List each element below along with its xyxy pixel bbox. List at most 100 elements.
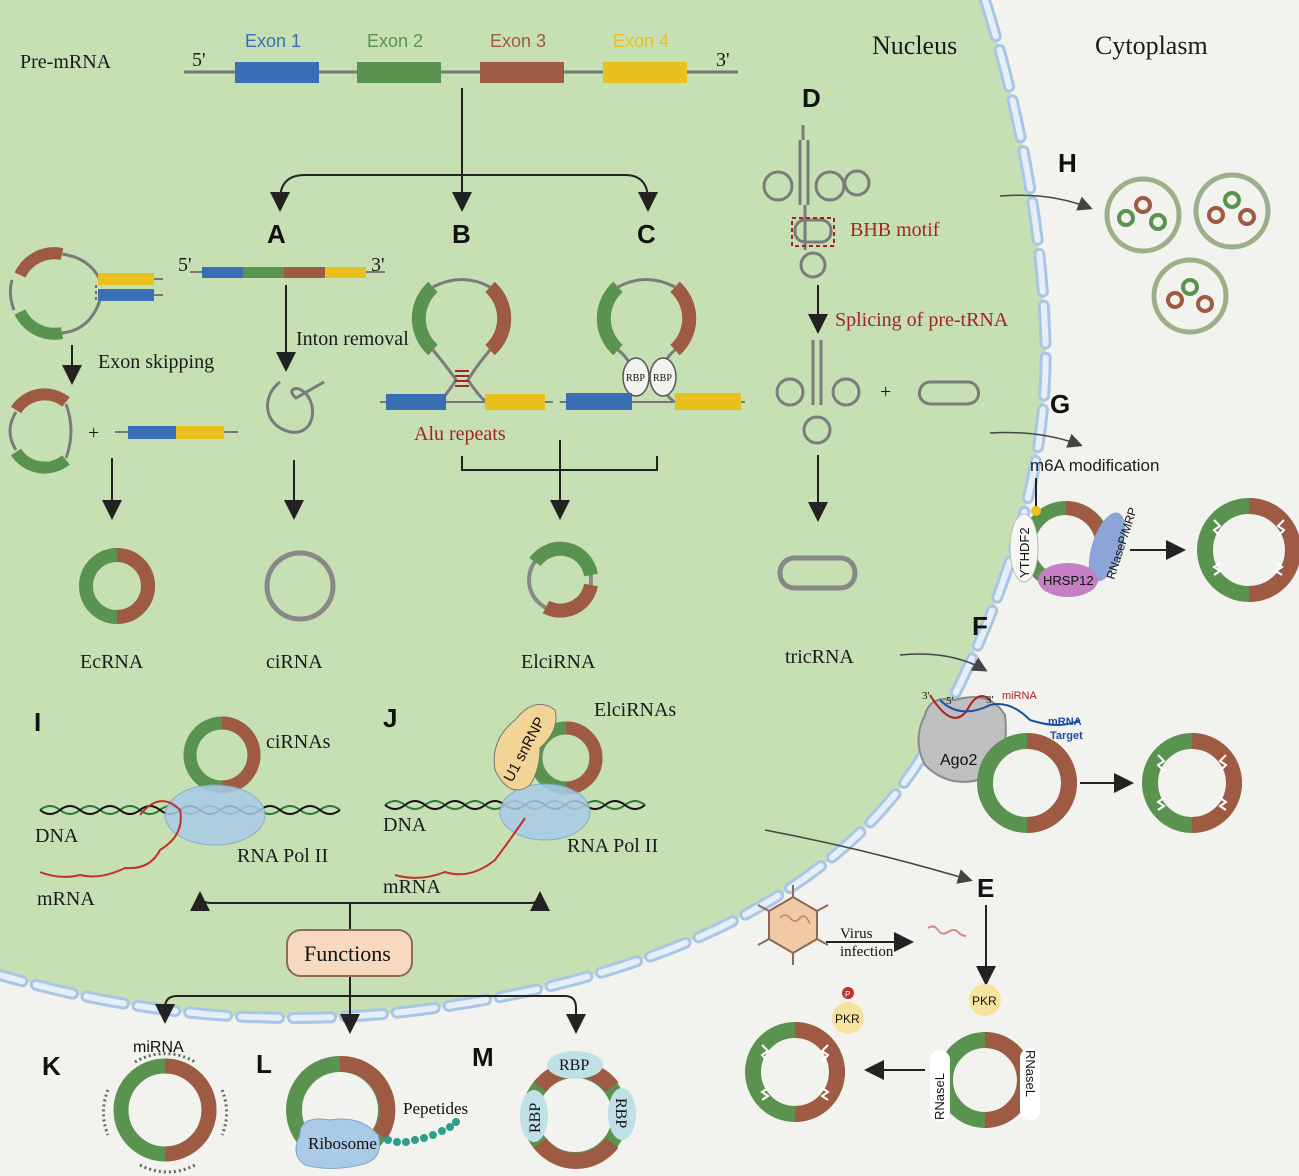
pepetides-label: Pepetides: [403, 1099, 468, 1118]
alu-repeats-label: Alu repeats: [414, 423, 506, 445]
svg-text:RNaseL: RNaseL: [1023, 1050, 1038, 1097]
intron-removal-label: Inton removal: [296, 328, 409, 350]
degraded-circrna-g: [1197, 498, 1299, 602]
exon-4-block: [603, 62, 687, 83]
exon-2-block: [357, 62, 441, 83]
svg-text:RBP: RBP: [653, 373, 672, 384]
panel-f: F: [972, 611, 988, 641]
exon-1-label: Exon 1: [245, 31, 301, 51]
panel-k: K: [42, 1051, 61, 1081]
translation-l: [286, 1056, 460, 1169]
rna-pol-label-j: RNA Pol II: [567, 835, 658, 857]
intron-lariat: [266, 380, 325, 434]
mrna-label-i: mRNA: [37, 888, 95, 910]
svg-text:miRNA: miRNA: [1002, 690, 1037, 702]
virus-infection-label: Virus: [840, 926, 873, 942]
panel-e: E: [977, 873, 994, 903]
pre-trna-structure: [762, 125, 871, 279]
exon-2-label: Exon 2: [367, 31, 423, 51]
m6a-label: m6A modification: [1030, 456, 1159, 475]
svg-text:PKR: PKR: [972, 994, 997, 1008]
panel-g: G: [1050, 389, 1070, 419]
virus-particle: [757, 885, 829, 965]
cirna-circle: [264, 550, 336, 622]
transcription-panel-i: [39, 716, 341, 878]
ago2-complex: Ago2 3' 5' 3' miRNA mRNA Target: [917, 690, 1083, 833]
pre-mrna-label: Pre-mRNA: [20, 51, 112, 73]
panel-l: L: [256, 1049, 272, 1079]
svg-text:+: +: [880, 381, 891, 403]
cirna-label: ciRNA: [266, 651, 323, 673]
exon-skipping-products: +: [8, 388, 238, 474]
viral-rna-icon: [927, 925, 967, 937]
splicing-pre-trna-label: Splicing of pre-tRNA: [835, 309, 1009, 331]
rbp-label-left: RBP: [527, 1103, 544, 1133]
exon-skipping-lariat: [8, 247, 163, 340]
exon-3-label: Exon 3: [490, 31, 546, 51]
degraded-circrna-e: [745, 1022, 845, 1122]
panel-b: B: [452, 219, 471, 249]
phosphorylated-pkr: P PKR: [832, 987, 864, 1034]
bhb-motif-label: BHB motif: [850, 219, 940, 241]
panel-h: H: [1058, 148, 1077, 178]
rbp-label-top: RBP: [559, 1057, 589, 1074]
svg-text:RBP: RBP: [626, 373, 645, 384]
functions-label: Functions: [304, 941, 391, 966]
ribosome-label: Ribosome: [308, 1134, 377, 1153]
pre-mrna-diagram: Pre-mRNA 5' 3' Exon 1 Exon 2 Exon 3 Exon…: [20, 31, 738, 83]
cirnas-label: ciRNAs: [266, 731, 331, 753]
alu-repeat-structure: [380, 278, 553, 410]
rbp-label-right: RBP: [612, 1098, 629, 1128]
nucleus-header: Nucleus: [872, 31, 957, 60]
cytoplasm-header: Cytoplasm: [1095, 31, 1208, 60]
mrna-label-j: mRNA: [383, 876, 441, 898]
svg-text:RNaseL: RNaseL: [932, 1073, 947, 1120]
nucleus-region: [0, 0, 1046, 1018]
svg-text:infection: infection: [840, 944, 894, 960]
mirna-label-k: miRNA: [133, 1039, 184, 1056]
elcirnas-label: ElciRNAs: [594, 699, 676, 721]
panel-i: I: [34, 707, 41, 737]
svg-text:YTHDF2: YTHDF2: [1017, 527, 1032, 578]
bhb-motif-box: [791, 217, 835, 247]
svg-text:Target: Target: [1050, 730, 1083, 742]
svg-text:Ago2: Ago2: [940, 752, 977, 769]
tricrna-shape: [777, 555, 858, 591]
transcription-panel-j: U1 snRNP: [384, 703, 646, 879]
tricrna-intermediate: [918, 380, 980, 406]
mature-trna: [775, 340, 861, 445]
exon-skipping-label: Exon skipping: [98, 351, 214, 373]
panel-c: C: [637, 219, 656, 249]
dna-label-j: DNA: [383, 814, 427, 836]
rbp-sponge-m: [520, 1051, 636, 1169]
svg-text:3': 3': [922, 690, 930, 702]
svg-text:5': 5': [946, 695, 954, 707]
svg-text:HRSP12: HRSP12: [1043, 573, 1094, 588]
ecrna-label: EcRNA: [80, 651, 144, 673]
panel-d: D: [802, 83, 821, 113]
rbp-mediated-structure: RBP RBP: [560, 278, 745, 410]
svg-text:mRNA: mRNA: [1048, 716, 1082, 728]
mirna-sponge-k: [101, 1052, 229, 1174]
dna-label-i: DNA: [35, 825, 79, 847]
degraded-circrna-f: [1142, 733, 1242, 833]
svg-text:3': 3': [986, 694, 994, 706]
tricrna-label: tricRNA: [785, 646, 854, 668]
exon-1-block: [235, 62, 319, 83]
svg-text:PKR: PKR: [835, 1012, 860, 1026]
elcirna-label: ElciRNA: [521, 651, 596, 673]
rna-pol-label-i: RNA Pol II: [237, 845, 328, 867]
pkr-activation: PKR RNaseL RNaseL: [930, 984, 1040, 1128]
exon-3-block: [480, 62, 564, 83]
svg-text:3': 3': [371, 254, 385, 276]
three-prime-label: 3': [716, 49, 730, 71]
svg-text:5': 5': [178, 254, 192, 276]
functions-box: [286, 929, 413, 977]
five-prime-label: 5': [192, 49, 206, 71]
plus-sign: +: [88, 422, 99, 444]
mature-mrna-strand: 5' 3': [178, 254, 385, 278]
exon-4-label: Exon 4: [613, 31, 669, 51]
exosome-vesicles: [1104, 172, 1271, 335]
panel-m: M: [472, 1042, 494, 1072]
